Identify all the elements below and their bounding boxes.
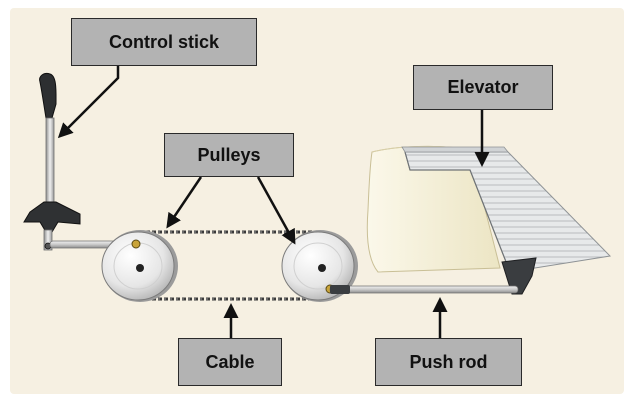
push-rod [329, 285, 519, 294]
left-pulley [101, 230, 178, 302]
control-stick-label: Control stick [71, 18, 257, 66]
control-stick-arm [43, 229, 53, 251]
cable-label: Cable [178, 338, 282, 386]
pulleys-label: Pulleys [164, 133, 294, 177]
right-pulley [281, 230, 358, 302]
elevator-label: Elevator [413, 65, 553, 110]
control-stick-mount [23, 201, 81, 233]
leader-arrows [57, 66, 490, 338]
control-stick-grip [39, 73, 57, 119]
push-rod-label: Push rod [375, 338, 522, 386]
control-stick-shaft [45, 117, 55, 205]
